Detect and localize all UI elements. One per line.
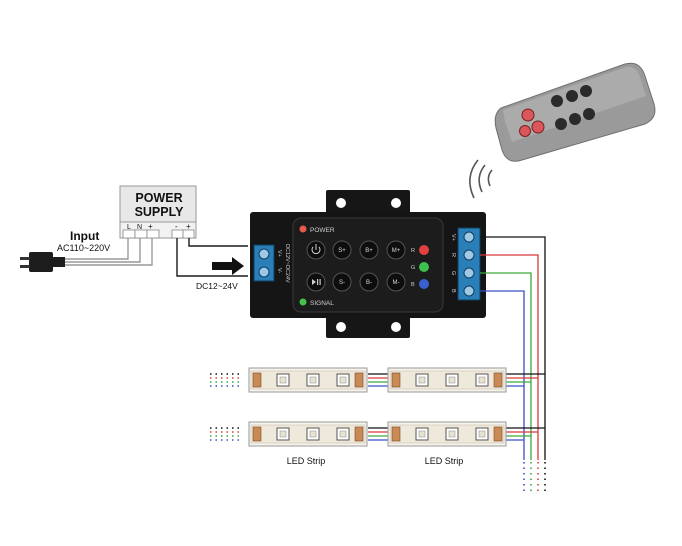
- mount-hole-bottom-right: [391, 322, 401, 332]
- controller-buttons: S+ B+ M+ S- B- M-: [306, 240, 406, 292]
- mount-hole-top-right: [391, 198, 401, 208]
- terminal-label-plus: +: [148, 222, 153, 231]
- ac-input-wires: [65, 238, 153, 266]
- mode-down-button[interactable]: [386, 272, 406, 292]
- green-channel-led: [419, 262, 429, 272]
- led-strip-top-right: [387, 367, 507, 393]
- brightness-down-button[interactable]: [359, 272, 379, 292]
- channel-letter-b: B: [411, 282, 415, 288]
- led-strip-label-right: LED Strip: [425, 456, 464, 466]
- speed-down-label: S-: [339, 280, 345, 286]
- continuation-dots-bottom: [523, 462, 546, 492]
- brightness-down-label: B-: [366, 280, 372, 286]
- play-pause-icon: [312, 279, 321, 285]
- power-icon: [311, 244, 321, 255]
- signal-label: SIGNAL: [310, 300, 334, 307]
- brightness-up-button[interactable]: [359, 240, 379, 260]
- mount-hole-bottom-left: [336, 322, 346, 332]
- terminal-label-minus: -: [175, 222, 178, 231]
- brightness-up-label: B+: [365, 248, 373, 254]
- input-voltage: AC110~220V: [57, 243, 110, 253]
- signal-waves-icon: [469, 159, 493, 199]
- dc-voltage-label: DC12~24V: [196, 281, 238, 291]
- controller-output-terminal: [457, 227, 481, 301]
- mount-hole-top-left: [336, 198, 346, 208]
- strip-pad: [252, 426, 262, 442]
- mode-up-label: M+: [392, 248, 401, 254]
- continuation-dots-left: [210, 373, 240, 441]
- controller-input-terminal-vminus: V-: [276, 268, 282, 273]
- power-label: POWER: [310, 227, 335, 234]
- output-terminal-b: B: [450, 289, 456, 293]
- channel-letter-g: G: [411, 265, 415, 271]
- led-strips: [248, 367, 507, 447]
- output-terminal-r: R: [450, 253, 456, 257]
- strip-pad: [391, 372, 401, 388]
- mode-down-label: M-: [393, 280, 400, 286]
- power-supply-title-line2: SUPPLY: [135, 205, 185, 219]
- input-label: Input: [70, 229, 99, 243]
- dc-wires: [176, 238, 248, 277]
- remote-control: [494, 62, 656, 162]
- strip-pad: [252, 372, 262, 388]
- red-channel-led: [419, 245, 429, 255]
- speed-up-label: S+: [338, 248, 346, 254]
- power-supply: [119, 185, 197, 239]
- controller-input-terminal: [253, 244, 275, 282]
- output-wires: [368, 236, 546, 460]
- terminal-label-plus-dc: +: [186, 222, 191, 231]
- ac-plug: [20, 252, 65, 272]
- controller-input-terminal-vplus: V+: [276, 250, 282, 257]
- power-indicator-led: [299, 225, 307, 233]
- signal-indicator-led: [299, 298, 307, 306]
- mode-up-button[interactable]: [386, 240, 406, 260]
- output-terminal-vplus: V+: [450, 234, 456, 241]
- terminal-label-l: L: [127, 224, 131, 231]
- power-supply-title-line1: POWER: [135, 191, 182, 205]
- controller-box: [250, 190, 486, 338]
- led-strip-top-left: [248, 367, 368, 393]
- terminal-label-n: N: [137, 224, 142, 231]
- speed-down-button[interactable]: [332, 272, 352, 292]
- speed-up-button[interactable]: [332, 240, 352, 260]
- channel-letter-r: R: [411, 248, 415, 254]
- controller-input-side-text: DC12V~DC24V: [284, 244, 290, 283]
- led-strip-bottom-right: [387, 421, 507, 447]
- arrow-right-icon: [212, 257, 244, 275]
- led-strip-label-left: LED Strip: [287, 456, 326, 466]
- blue-channel-led: [419, 279, 429, 289]
- strip-pad: [391, 426, 401, 442]
- led-strip-bottom-left: [248, 421, 368, 447]
- output-terminal-g: G: [450, 271, 456, 275]
